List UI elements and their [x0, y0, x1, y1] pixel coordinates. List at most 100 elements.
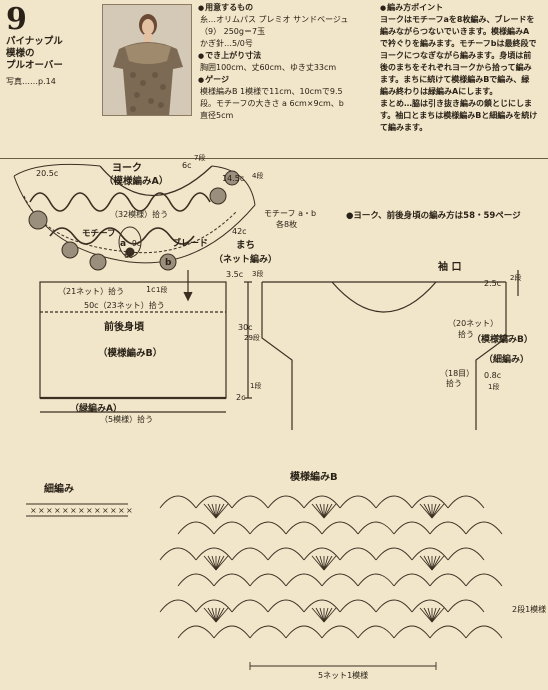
gauge-line-2: 段。モチーフの大きさ a 6cm×9cm、b	[200, 99, 344, 108]
points-line-7: 編み終わりは緑編みAにします。	[380, 87, 498, 96]
chain-arc	[249, 521, 287, 535]
shell-fan	[419, 555, 445, 571]
chain-arc	[375, 599, 413, 613]
pattern-title-line-2: 模様の	[6, 48, 35, 59]
pattern-title-line-3: プルオーバー	[6, 60, 63, 71]
chain-arc	[267, 599, 305, 613]
chain-arc	[285, 521, 323, 535]
chain-arc	[447, 599, 485, 613]
dim-20-5c: 20.5c	[36, 169, 58, 178]
materials-line-1: 糸…オリムパス プレミオ サンドベージュ	[200, 15, 349, 24]
shell-fan	[311, 555, 337, 571]
braid-label: ブレード	[172, 237, 208, 249]
dim-4dan: 4段	[252, 171, 263, 180]
sc-stitch-symbol: ×	[86, 506, 93, 515]
shell-fan	[419, 607, 445, 623]
points-finish-text-1: …脇は引き抜き編みの鎖とじにしま	[404, 99, 532, 108]
knitting-points: 編み方ポイント ヨークはモチーフaを8枚編み、ブレードを 編みながらつないでいき…	[380, 2, 544, 134]
chain-arc	[447, 495, 485, 509]
sleeve-label: 袖 口	[437, 260, 461, 273]
chain-arc	[357, 625, 395, 639]
chain-arc	[411, 547, 449, 561]
body-pick-label: （5模様）拾う	[100, 414, 153, 424]
pattern-b-chart	[159, 495, 503, 639]
yoke-sub-label: （模様編みA）	[104, 175, 168, 187]
chain-arc	[411, 495, 449, 509]
motif-a-letter: a	[120, 239, 126, 249]
photo-reference: 写真……p.14	[6, 77, 56, 86]
sc-chart-title: 細編み	[44, 482, 74, 495]
chain-arc	[321, 573, 359, 587]
net20-label: （20ネット）	[448, 319, 498, 328]
dim-1c: 1c	[146, 285, 156, 294]
dim-1dan: 1段	[156, 285, 167, 294]
sc-stitch-symbol: ×	[54, 506, 61, 515]
sleeve-sc-label: （細編み）	[484, 353, 529, 365]
dim-9c: 9c	[132, 239, 141, 248]
sc-stitch-row: ×××××××××××××	[30, 506, 133, 515]
points-finish-line-1: まとめ…脇は引き抜き編みの鎖とじにしま	[380, 98, 544, 110]
chain-arc	[231, 547, 269, 561]
sc-stitch-symbol: ×	[38, 506, 45, 515]
body-label: 前後身頃	[104, 320, 145, 333]
gauge-heading: ゲージ	[198, 74, 376, 86]
size-line-1: 胸囲100cm、丈60cm、ゆき丈33cm	[200, 63, 337, 72]
chain-arc	[213, 625, 251, 639]
rows18-label: （18目）	[440, 369, 474, 378]
chain-arc	[195, 547, 233, 561]
chain-arc	[357, 573, 395, 587]
chain-arc	[177, 625, 215, 639]
chain-arc	[177, 573, 215, 587]
points-finish-line-2: す。袖口とまちは模様編みBと細編みを続け	[380, 111, 538, 120]
chain-arc	[285, 573, 323, 587]
dim-1dan-sleeve: 1段	[488, 382, 499, 391]
chain-arc	[213, 573, 251, 587]
sc-stitch-symbol: ×	[46, 506, 53, 515]
chain-arc	[465, 521, 503, 535]
sleeve-edge-label: （模様編みB）	[472, 333, 533, 345]
chain-arc	[321, 625, 359, 639]
points-line-3: で衿ぐりを編みます。モチーフbは最終段で	[380, 39, 537, 48]
motif-circles	[28, 170, 240, 271]
repeat-label: 5ネット1模様	[318, 670, 368, 680]
sc-stitch-symbol: ×	[118, 506, 125, 515]
chain-arc	[285, 625, 323, 639]
net21-label: （21ネット）拾う	[58, 286, 124, 296]
chain-arc	[249, 573, 287, 587]
side-label: まち	[236, 239, 255, 251]
pattern-info: 用意するもの 糸…オリムパス プレミオ サンドベージュ （9） 250g＝7玉 …	[198, 2, 376, 122]
chain-arc	[231, 495, 269, 509]
dim-6c-2: 6c	[124, 251, 133, 260]
sleeve-pick-label: 拾う	[458, 329, 474, 339]
points-line-6: ます。まちに続けて模様編みBで編み、緑	[380, 75, 530, 84]
side-sub-label: （ネット編み）	[214, 253, 277, 265]
chain-arc	[303, 599, 341, 613]
dim-0-8c: 0.8c	[484, 371, 501, 380]
chain-arc	[213, 521, 251, 535]
chain-arc	[231, 599, 269, 613]
sleeve-pick2-label: 拾う	[446, 378, 462, 388]
points-finish-label: まとめ	[380, 99, 404, 108]
sc-stitch-symbol: ×	[102, 506, 109, 515]
gauge-line-3: 直径5cm	[200, 111, 234, 120]
chain-arc	[465, 573, 503, 587]
points-heading: 編み方ポイント	[380, 2, 544, 14]
chain-arc	[267, 495, 305, 509]
dim-42c: 42c	[232, 227, 247, 236]
chain-arc	[357, 521, 395, 535]
dim-2dan-sleeve: 2段	[510, 273, 521, 282]
sleeve-diagram	[261, 270, 519, 430]
pattern-number: 9	[6, 2, 27, 37]
chain-arc	[195, 495, 233, 509]
points-line-4: ヨークにつなぎながら編みます。身頃は前	[380, 51, 532, 60]
dim-6c: 6c	[182, 161, 192, 170]
chain-arc	[375, 547, 413, 561]
chain-arc	[339, 599, 377, 613]
dim-1dan-body: 1段	[250, 381, 261, 390]
dim-30c: 30c	[238, 323, 253, 332]
motif-b-letter: b	[165, 258, 172, 268]
model-photo	[102, 4, 192, 116]
points-line-1: ヨークはモチーフaを8枚編み、ブレードを	[380, 15, 535, 24]
